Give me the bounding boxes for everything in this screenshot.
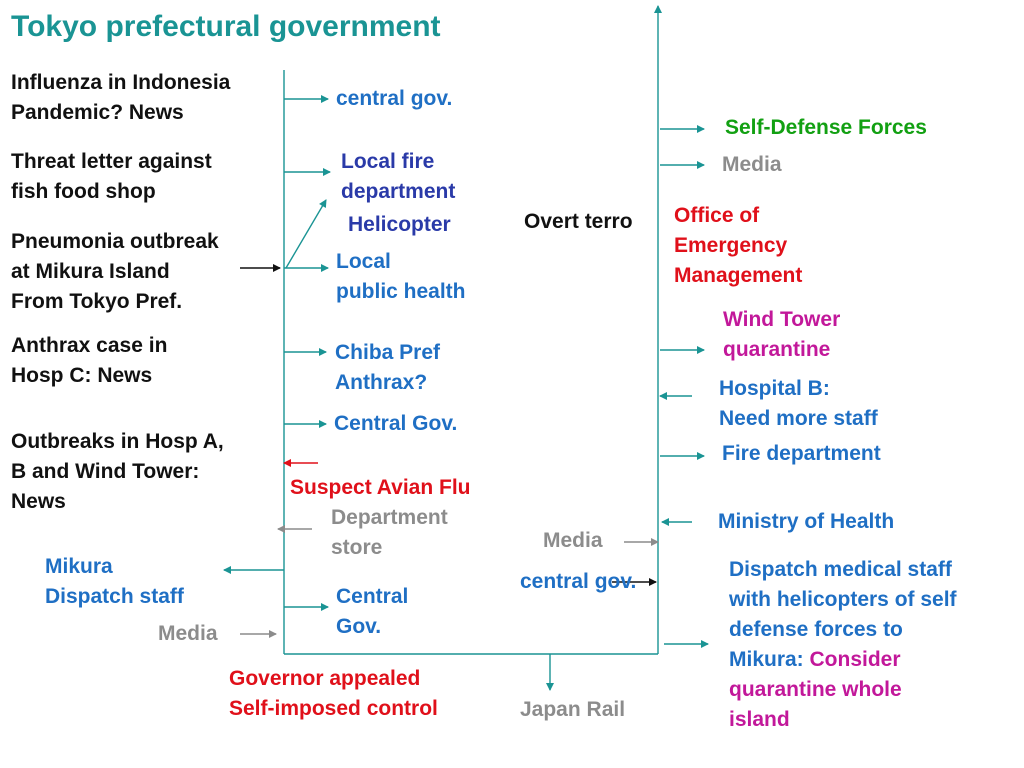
node-ministry-of-health: Ministry of Health: [718, 510, 895, 533]
event-outbreaks-hospitals: Outbreaks in Hosp A,B and Wind Tower:New…: [11, 430, 224, 513]
node-suspect-avian-flu: Suspect Avian Flu: [290, 476, 471, 499]
node-media-left: Media: [158, 622, 218, 645]
node-media-middle: Media: [543, 529, 603, 552]
node-overt-terro: Overt terro: [524, 210, 633, 233]
node-hospital-b: Hospital B:Need more staff: [719, 377, 878, 430]
node-self-defense-forces: Self-Defense Forces: [725, 116, 927, 139]
node-fire-department: Fire department: [722, 442, 881, 465]
node-media-right: Media: [722, 153, 782, 176]
arrow-helicopter: [285, 199, 327, 269]
node-helicopter: Helicopter: [348, 213, 451, 236]
node-central-gov-1: central gov.: [336, 87, 453, 110]
node-dispatch-medical-staff: Dispatch medical staff with helicopters …: [729, 558, 957, 731]
node-central-gov-middle: central gov.: [520, 570, 637, 593]
page-title: Tokyo prefectural government: [11, 10, 441, 43]
node-central-gov-2: Central Gov.: [334, 412, 458, 435]
node-japan-rail: Japan Rail: [520, 698, 626, 721]
